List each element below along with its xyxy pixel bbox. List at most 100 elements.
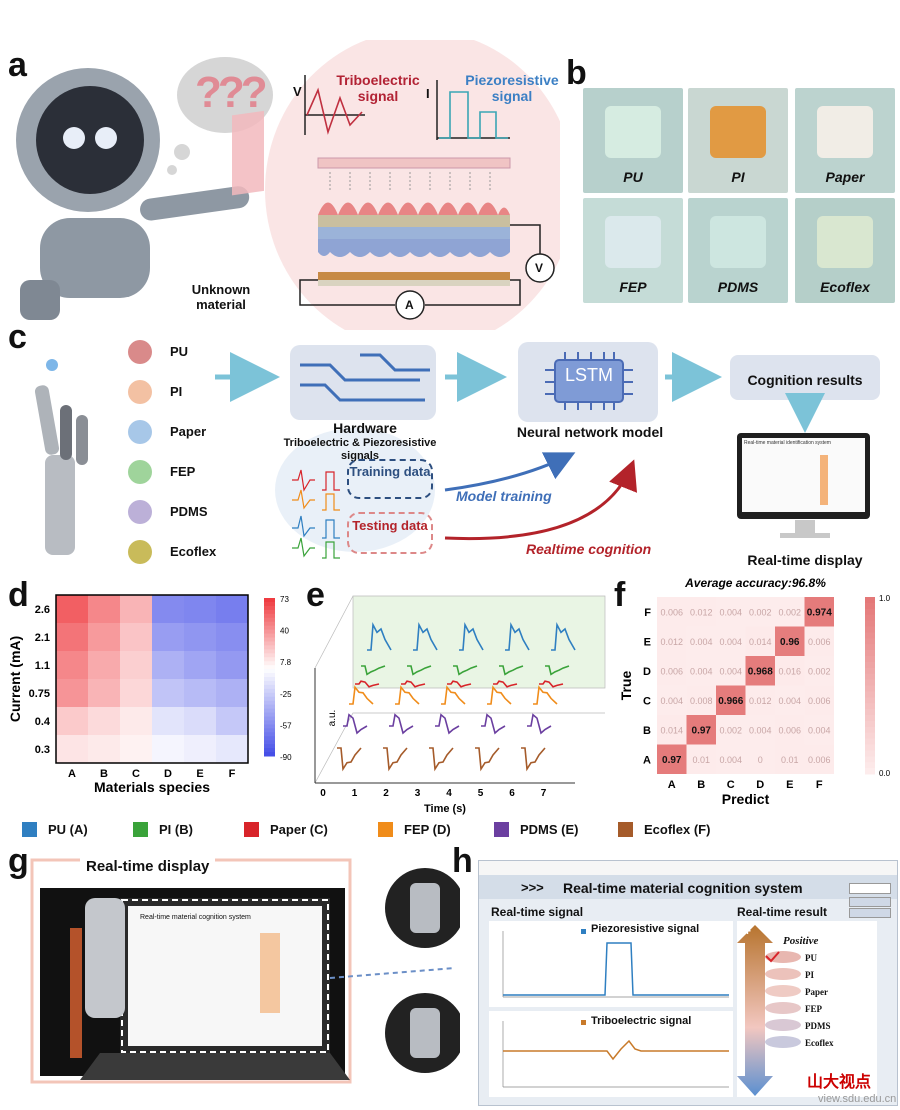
device-microstructure [318,202,510,215]
colorbar-segment [264,645,275,650]
confusion-cell [657,597,687,627]
heatmap-cell [56,707,88,735]
colorbar-segment [865,691,875,698]
x-axis-label: Time (s) [424,803,466,815]
confusion-cell [686,744,716,774]
confusion-cell [716,715,746,745]
tribo-waveform [306,87,363,135]
legend-label: PDMS (E) [520,822,579,837]
series-line [521,747,546,772]
series-line [435,713,460,735]
colorbar-segment [865,644,875,651]
heatmap-cell [56,595,88,623]
panel-label-d: d [8,576,29,614]
unknown-material-sheet [232,110,264,196]
tribo-plot [489,1011,733,1097]
y-tick-label: D [643,666,651,678]
legend-label: Paper (C) [270,822,328,837]
confusion-cell [804,685,834,715]
confusion-value: 0.97 [692,725,712,736]
confusion-cell [775,597,805,627]
material-name: Paper [170,424,207,439]
panel-label-a: a [8,46,27,84]
confusion-cell [716,597,746,627]
confusion-cell [775,626,805,656]
x-tick-label: B [697,779,705,791]
heatmap-cell [120,735,152,763]
heatmap-cell [184,595,216,623]
series-line [343,713,368,735]
heatmap-cell [216,623,248,651]
port-select[interactable] [849,883,891,894]
series-line [527,713,552,735]
series-line [499,665,524,676]
panel-label-g: g [8,842,29,880]
material-sample [605,216,661,268]
colorbar-segment [865,738,875,745]
voltmeter-icon [525,253,555,283]
colorbar-segment [264,736,275,741]
connect-button[interactable] [849,897,891,907]
heatmap-cell [152,595,184,623]
result-panel [737,921,877,1097]
legend-label: FEP (D) [404,822,451,837]
tribo-trace [503,1039,729,1061]
app-header [479,875,897,899]
legend-swatch [378,822,393,837]
x-tick-label: F [229,768,236,780]
confusion-value: 0.002 [749,607,772,617]
y-tick-label: 2.6 [35,604,50,616]
realtime-cognition-label: Realtime cognition [526,541,652,557]
legend-swatch [618,822,633,837]
nn-model-label: Neural network model [516,424,664,440]
x-tick-label: C [132,768,140,780]
robot-eye-right [95,127,117,149]
realtime-cognition-arrow [444,459,637,541]
material-tile-label: Paper [825,169,865,185]
heatmap-cell [152,651,184,679]
confusion-cell [745,685,775,715]
series-line [401,680,426,688]
colorbar-segment [264,740,275,745]
confusion-cell [745,744,775,774]
series-line [355,680,380,688]
panel-label-b: b [566,54,587,92]
confusion-value: 0.012 [690,607,713,617]
colorbar-segment [264,732,275,737]
confusion-value: 0.002 [719,725,742,735]
material-tile-label: PU [623,169,643,185]
legend-swatch [244,822,259,837]
colorbar-segment [264,649,275,654]
y-tick-label: F [644,607,651,619]
colorbar-segment [865,750,875,757]
series-line [453,665,478,676]
robot-hand-illustration [34,359,88,555]
confusion-cell [775,744,805,774]
training-data-box: Training data [347,459,433,499]
ammeter-icon [395,290,425,320]
x-tick-label: 1 [352,788,358,799]
colorbar-segment [865,697,875,704]
material-name: PI [170,384,183,399]
material-dot [128,460,152,484]
material-dot [128,340,152,364]
result-item: FEP [805,1004,822,1014]
laptop-screen [128,906,322,1046]
open-port-button[interactable] [849,908,891,918]
robot-leg [20,280,60,320]
unknown-material-label: Unknown material [191,282,251,312]
confusion-value: 0.016 [778,666,801,676]
colorbar-segment [264,673,275,678]
material-name: FEP [170,464,196,479]
confusion-value: 0.966 [718,696,743,707]
colorbar-segment [865,638,875,645]
x-tick-label: D [164,768,172,780]
colorbar-segment [264,609,275,615]
colorbar-segment [865,709,875,716]
colorbar-tick: 7.8 [280,658,292,667]
series-line [395,685,420,705]
x-axis-label: Predict [722,791,770,807]
heatmap-cell [184,623,216,651]
confusion-cell [775,685,805,715]
panel-a-illustration [16,40,560,330]
